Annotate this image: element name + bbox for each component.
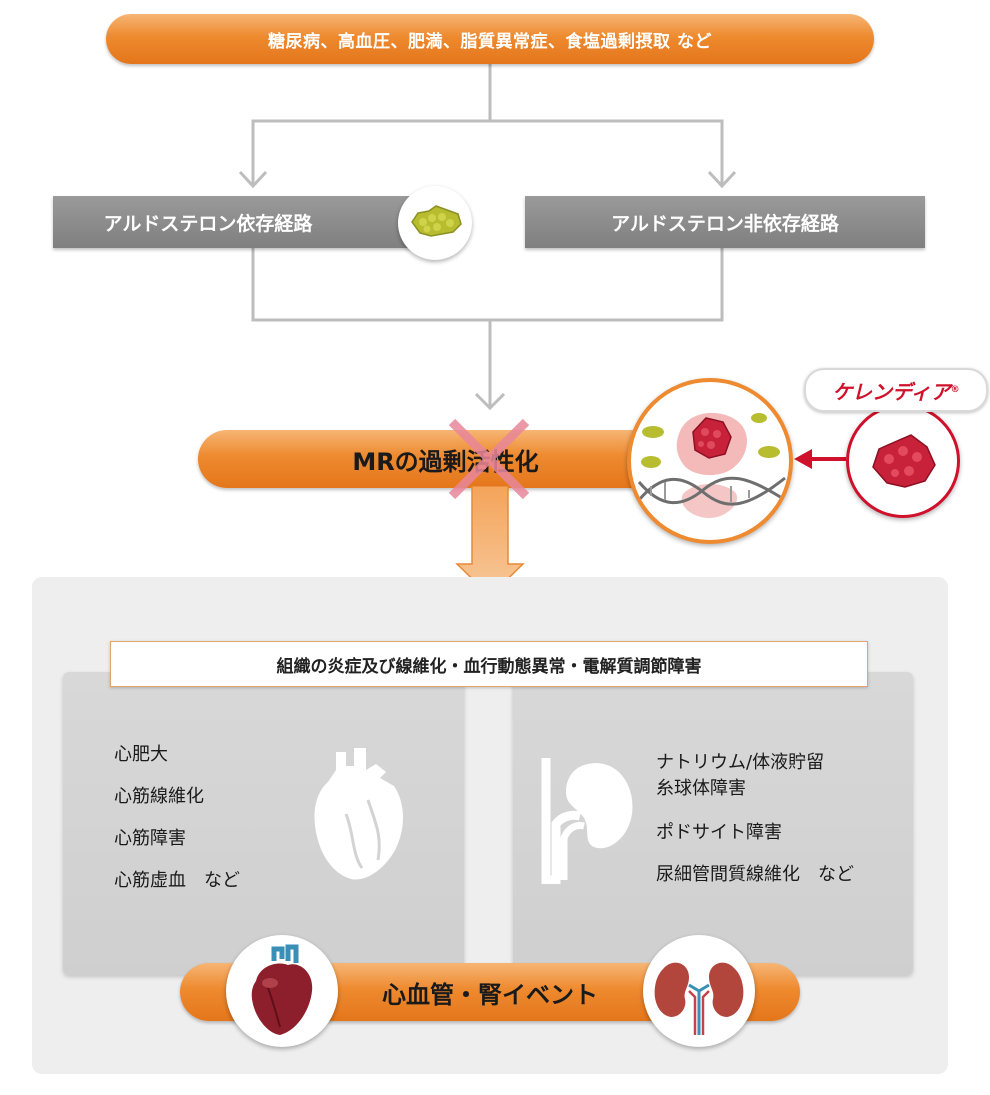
heart-effect-item: 心筋線維化 — [114, 786, 204, 807]
heart-effects-list: 心肥大 心筋線維化 心筋障害 心筋虚血 など — [114, 734, 240, 902]
kerendia-label: ケレンディア® — [804, 368, 988, 412]
heart-effect-item: 心肥大 — [114, 744, 168, 765]
mr-receptor-illustration — [627, 378, 793, 544]
heart-circle — [226, 935, 338, 1047]
mr-activation-label: MRの過剰活性化 — [352, 447, 539, 476]
pathology-banner: 組織の炎症及び線維化・血行動態異常・電解質調節障害 — [110, 641, 868, 687]
cardio-renal-event-label: 心血管・腎イベント — [382, 980, 598, 1009]
block-cross-icon — [448, 418, 530, 500]
kidney-effect-item: 糸球体障害 — [656, 778, 746, 799]
kerendia-molecule-icon — [846, 404, 960, 518]
aldosterone-molecule-icon — [398, 186, 472, 260]
kidney-circle — [643, 935, 755, 1047]
kidney-effect-item: ポドサイト障害 — [656, 822, 782, 843]
registered-mark: ® — [950, 385, 960, 395]
kidney-effect-item: 尿細管間質線維化 など — [656, 864, 854, 885]
aldosterone-dependent-label: アルドステロン依存経路 — [103, 212, 313, 235]
heart-silhouette-icon — [314, 748, 403, 880]
drug-inhibit-arrow — [794, 449, 846, 469]
kidney-effect-item: ナトリウム/体液貯留 — [656, 752, 825, 773]
aldosterone-dependent-pathway: アルドステロン依存経路 — [53, 196, 433, 248]
kidney-organ-icon — [654, 962, 744, 1035]
kerendia-name: ケレンディア — [832, 379, 951, 404]
aldosterone-independent-pathway: アルドステロン非依存経路 — [525, 196, 925, 248]
heart-organ-icon — [251, 944, 313, 1035]
risk-factors-pill: 糖尿病、高血圧、肥満、脂質異常症、食塩過剰摂取 など — [106, 14, 874, 64]
kidney-effects-list: ナトリウム/体液貯留 糸球体障害 ポドサイト障害 尿細管間質線維化 など — [656, 750, 854, 888]
heart-effect-item: 心筋虚血 など — [114, 870, 240, 891]
mr-activation-pill: MRの過剰活性化 — [198, 430, 663, 488]
heart-effect-item: 心筋障害 — [114, 828, 186, 849]
kidney-silhouette-icon — [541, 758, 633, 884]
aldosterone-independent-label: アルドステロン非依存経路 — [611, 212, 839, 235]
